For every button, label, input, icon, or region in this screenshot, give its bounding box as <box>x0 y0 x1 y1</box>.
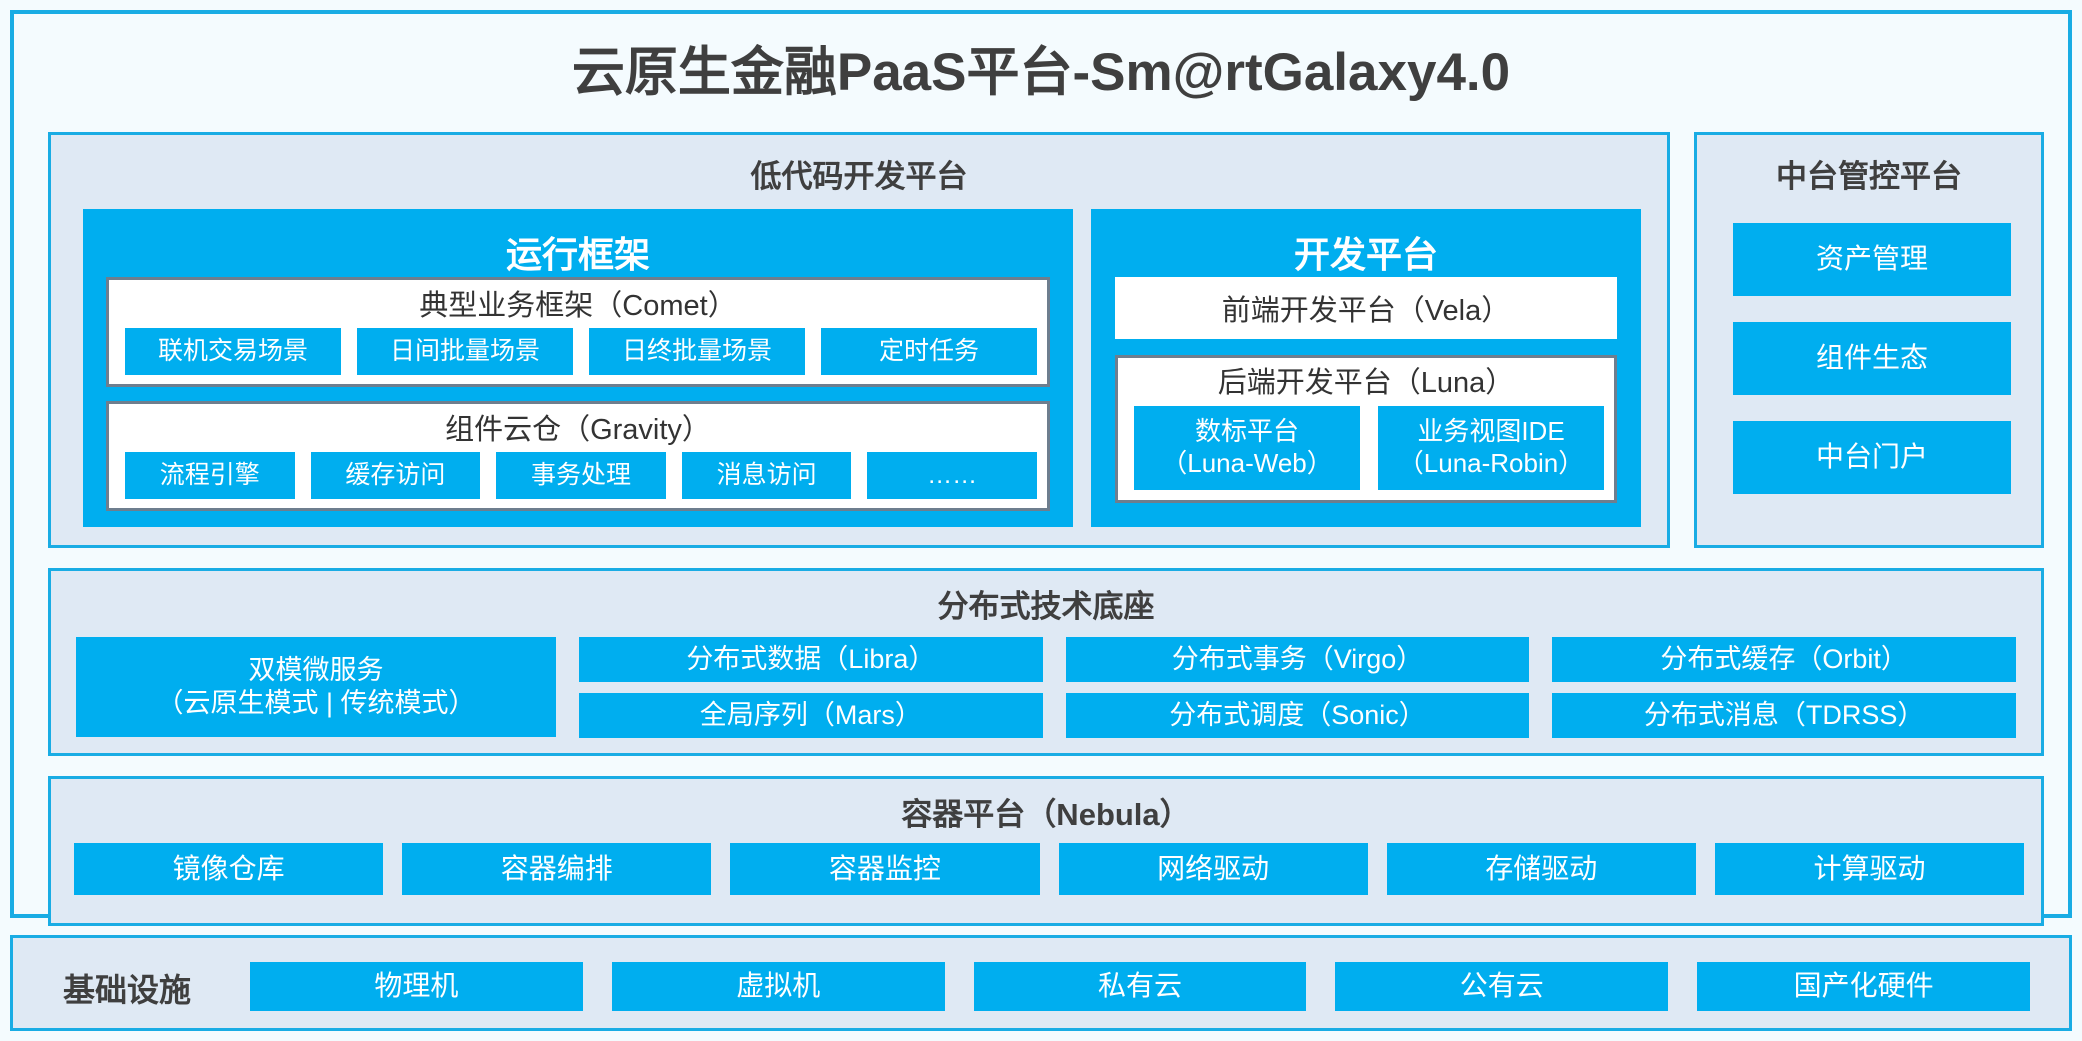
infra-item-public-cloud[interactable]: 公有云 <box>1335 962 1669 1011</box>
runtime-framework-title: 运行框架 <box>505 234 650 275</box>
dev-platform-title: 开发平台 <box>1293 234 1438 275</box>
gravity-item[interactable]: 事务处理 <box>496 452 666 499</box>
luna-robin-line1: 业务视图IDE <box>1417 416 1565 447</box>
comet-title: 典型业务框架（Comet） <box>419 290 737 322</box>
distributed-item-mars[interactable]: 全局序列（Mars） <box>579 693 1043 738</box>
distributed-base-panel: 分布式技术底座 双模微服务 （云原生模式 | 传统模式） 分布式数据（Libra… <box>48 568 2044 756</box>
luna-web-line2: （Luna-Web） <box>1161 448 1333 478</box>
luna-item-row: 数标平台 （Luna-Web） 业务视图IDE （Luna-Robin） <box>1134 406 1604 490</box>
distributed-base-grid: 双模微服务 （云原生模式 | 传统模式） 分布式数据（Libra） 全局序列（M… <box>76 637 2017 738</box>
luna-robin-item[interactable]: 业务视图IDE （Luna-Robin） <box>1378 406 1604 490</box>
dual-mode-microservice-item[interactable]: 双模微服务 （云原生模式 | 传统模式） <box>76 637 556 737</box>
container-item-image-registry[interactable]: 镜像仓库 <box>74 843 384 895</box>
backend-dev-platform-title: 后端开发平台（Luna） <box>1217 367 1515 399</box>
lowcode-platform-title: 低代码开发平台 <box>750 159 968 194</box>
infrastructure-item-row: 物理机 虚拟机 私有云 公有云 国产化硬件 <box>250 962 2030 1011</box>
backend-dev-platform-card: 后端开发平台（Luna） 数标平台 （Luna-Web） 业务视图IDE （Lu… <box>1115 355 1617 503</box>
dual-mode-line1: 双模微服务 <box>248 655 384 686</box>
container-item-compute-driver[interactable]: 计算驱动 <box>1714 843 2025 895</box>
container-item-storage-driver[interactable]: 存储驱动 <box>1386 843 1696 895</box>
distributed-item-sonic[interactable]: 分布式调度（Sonic） <box>1065 693 1530 738</box>
frontend-dev-platform-card[interactable]: 前端开发平台（Vela） <box>1115 277 1617 339</box>
infra-item-physical-machine[interactable]: 物理机 <box>250 962 583 1011</box>
gravity-item-row: 流程引擎 缓存访问 事务处理 消息访问 …… <box>125 452 1037 499</box>
midoffice-platform-panel: 中台管控平台 资产管理 组件生态 中台门户 <box>1694 132 2044 548</box>
gravity-card: 组件云仓（Gravity） 流程引擎 缓存访问 事务处理 消息访问 …… <box>106 401 1050 511</box>
container-item-row: 镜像仓库 容器编排 容器监控 网络驱动 存储驱动 计算驱动 <box>74 843 2025 895</box>
luna-robin-line2: （Luna-Robin） <box>1397 448 1585 478</box>
dual-mode-microservice-column: 双模微服务 （云原生模式 | 传统模式） <box>76 637 556 738</box>
comet-item[interactable]: 联机交易场景 <box>125 328 341 375</box>
distributed-column-3: 分布式缓存（Orbit） 分布式消息（TDRSS） <box>1552 637 2017 738</box>
distributed-item-libra[interactable]: 分布式数据（Libra） <box>579 637 1043 682</box>
page-title: 云原生金融PaaS平台-Sm@rtGalaxy4.0 <box>571 43 1511 102</box>
midoffice-item-asset-management[interactable]: 资产管理 <box>1733 223 2011 296</box>
gravity-item-ellipsis[interactable]: …… <box>867 452 1037 499</box>
comet-item-row: 联机交易场景 日间批量场景 日终批量场景 定时任务 <box>125 328 1037 375</box>
distributed-base-title: 分布式技术底座 <box>937 589 1155 624</box>
gravity-item[interactable]: 缓存访问 <box>310 452 481 499</box>
luna-web-line1: 数标平台 <box>1194 416 1299 447</box>
infrastructure-panel: 基础设施 物理机 虚拟机 私有云 公有云 国产化硬件 <box>10 935 2072 1031</box>
container-item-orchestration[interactable]: 容器编排 <box>402 843 712 895</box>
distributed-item-orbit[interactable]: 分布式缓存（Orbit） <box>1552 637 2017 682</box>
gravity-item[interactable]: 消息访问 <box>681 452 852 499</box>
dev-platform-block: 开发平台 前端开发平台（Vela） 后端开发平台（Luna） 数标平台 （Lun… <box>1091 209 1641 527</box>
platform-frame: 云原生金融PaaS平台-Sm@rtGalaxy4.0 低代码开发平台 运行框架 … <box>10 10 2072 926</box>
container-item-monitoring[interactable]: 容器监控 <box>730 843 1040 895</box>
gravity-title: 组件云仓（Gravity） <box>445 414 711 446</box>
comet-card: 典型业务框架（Comet） 联机交易场景 日间批量场景 日终批量场景 定时任务 <box>106 277 1050 387</box>
infra-item-virtual-machine[interactable]: 虚拟机 <box>611 962 945 1011</box>
comet-item[interactable]: 日间批量场景 <box>357 328 573 375</box>
midoffice-platform-title: 中台管控平台 <box>1776 159 1962 194</box>
gravity-item[interactable]: 流程引擎 <box>125 452 295 499</box>
dual-mode-line2: （云原生模式 | 传统模式） <box>156 688 476 718</box>
distributed-column-1: 分布式数据（Libra） 全局序列（Mars） <box>579 637 1043 738</box>
runtime-framework-block: 运行框架 典型业务框架（Comet） 联机交易场景 日间批量场景 日终批量场景 … <box>83 209 1073 527</box>
midoffice-item-component-ecosystem[interactable]: 组件生态 <box>1733 322 2011 395</box>
container-item-network-driver[interactable]: 网络驱动 <box>1058 843 1368 895</box>
container-platform-title: 容器平台（Nebula） <box>901 797 1191 832</box>
midoffice-item-portal[interactable]: 中台门户 <box>1733 421 2011 494</box>
infrastructure-label: 基础设施 <box>63 972 192 1008</box>
comet-item[interactable]: 日终批量场景 <box>589 328 805 375</box>
distributed-column-2: 分布式事务（Virgo） 分布式调度（Sonic） <box>1065 637 1530 738</box>
comet-item[interactable]: 定时任务 <box>821 328 1037 375</box>
midoffice-item-stack: 资产管理 组件生态 中台门户 <box>1733 223 2011 494</box>
distributed-item-virgo[interactable]: 分布式事务（Virgo） <box>1065 637 1530 682</box>
distributed-item-tdrss[interactable]: 分布式消息（TDRSS） <box>1552 693 2017 738</box>
infra-item-domestic-hardware[interactable]: 国产化硬件 <box>1697 962 2030 1011</box>
lowcode-platform-panel: 低代码开发平台 运行框架 典型业务框架（Comet） 联机交易场景 日间批量场景… <box>48 132 1670 548</box>
infra-item-private-cloud[interactable]: 私有云 <box>973 962 1307 1011</box>
container-platform-panel: 容器平台（Nebula） 镜像仓库 容器编排 容器监控 网络驱动 存储驱动 计算… <box>48 776 2044 926</box>
luna-web-item[interactable]: 数标平台 （Luna-Web） <box>1134 406 1360 490</box>
